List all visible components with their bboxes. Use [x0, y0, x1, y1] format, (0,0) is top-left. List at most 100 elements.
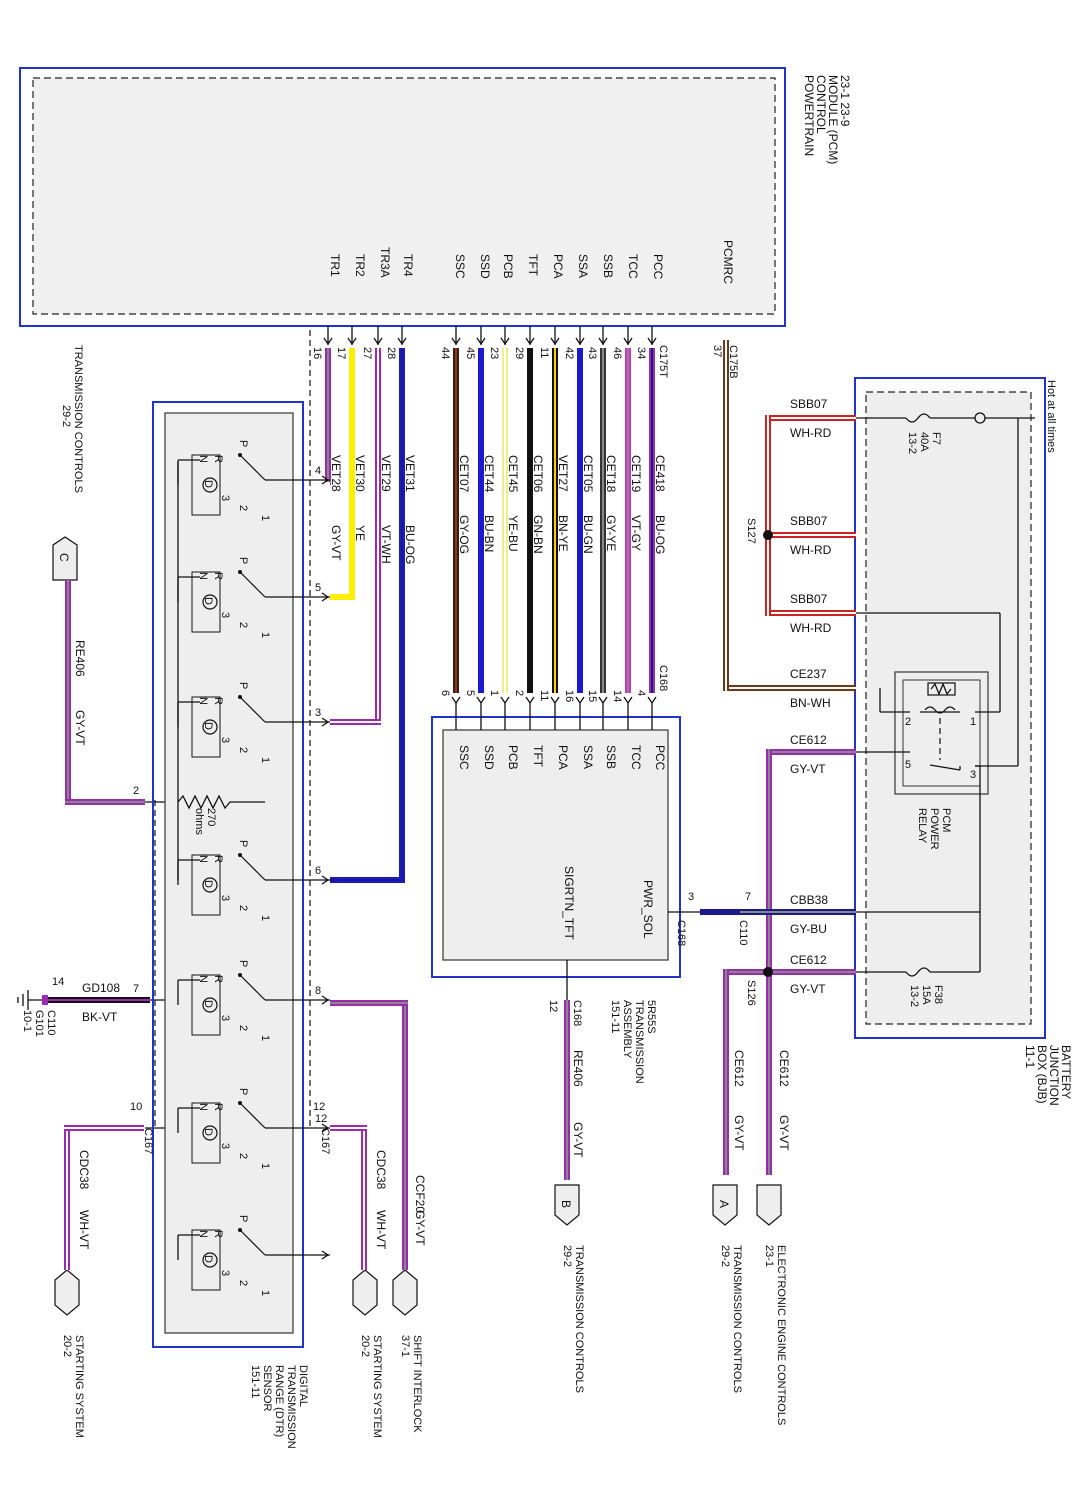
svg-text:13-2: 13-2 [906, 432, 918, 454]
switch-letter-n: N [197, 1230, 209, 1238]
svg-text:RANGE (DTR): RANGE (DTR) [273, 1365, 285, 1437]
connector-arrow [647, 337, 657, 346]
pcm-pin-number: 42 [563, 347, 575, 359]
switch-letter-p: P [237, 840, 249, 847]
connector-arrow [321, 475, 330, 485]
pcm-pin-label: SSD [478, 254, 492, 279]
pcm-title-1: POWERTRAIN [802, 75, 816, 156]
switch-num-2: 2 [237, 1280, 249, 1286]
svg-text:ELECTRONIC ENGINE CONTROLS: ELECTRONIC ENGINE CONTROLS [775, 1245, 787, 1425]
fuse-f38-symbol [905, 967, 931, 977]
c110-pin: 7 [745, 891, 751, 903]
switch-d-circle [202, 997, 218, 1013]
trans-wire-stripe [651, 348, 653, 693]
offpage-c-letter: C [57, 553, 71, 562]
pcm-pin-label: TR1 [328, 254, 342, 277]
svg-text:ASSEMBLY: ASSEMBLY [621, 1000, 633, 1059]
trans-wire-color: BU-BN [482, 515, 496, 552]
bjb-wires: S127 SBB07 WH-RD SBB07 WH-RD SBB07 WH-RD… [700, 340, 856, 1175]
connector-arrow [575, 337, 585, 346]
trans-wire-stripe [627, 348, 629, 693]
pcm-pin-label: PCMRC [721, 240, 735, 284]
connector-arrow [397, 337, 407, 346]
c168-top-label: C168 [657, 665, 669, 691]
shift-wire-circuit: CCF20 [413, 1175, 427, 1213]
c175b-pin: 37 [711, 345, 723, 357]
connector-arrow [476, 337, 486, 346]
svg-text:2: 2 [133, 785, 139, 797]
trans-pin-number: 15 [586, 690, 598, 702]
svg-text:PCM: PCM [940, 808, 952, 832]
sig-pin: 12 [547, 1000, 559, 1012]
offpage-c-wire-circuit: RE406 [73, 640, 87, 677]
svg-text:151-11: 151-11 [249, 1365, 261, 1398]
switch-letter-d: D [202, 480, 214, 488]
svg-text:F7: F7 [930, 432, 942, 445]
switch-arm [239, 1102, 266, 1129]
wire-ce612-1: CE612 [790, 733, 827, 747]
svg-text:SENSOR: SENSOR [261, 1365, 273, 1412]
connector-arrow [323, 337, 333, 346]
svg-text:20-2: 20-2 [359, 1335, 371, 1357]
resistor-symbol [177, 794, 265, 810]
svg-text:RELAY: RELAY [916, 808, 928, 844]
trans-wire-circuit: CET06 [531, 455, 545, 493]
switch-letter-n: N [197, 697, 209, 705]
switch-num-1: 1 [259, 515, 271, 521]
trans-wire-stripe [579, 348, 581, 693]
switch-dot [238, 853, 242, 857]
resistor-value: 270 [205, 808, 217, 826]
switch-letter-n: N [197, 855, 209, 863]
trans-inner-pin-label: SSB [604, 745, 618, 769]
offpage-a-letter: A [717, 1200, 731, 1208]
pcm-title-3: MODULE (PCM) [826, 75, 840, 164]
switch-box [191, 1102, 221, 1164]
dtr-wire-h-stripe [330, 879, 405, 881]
trans-wire-color: YE-BU [506, 515, 520, 552]
svg-text:29-2: 29-2 [561, 1245, 573, 1267]
offpage-c-wire-color: GY-VT [73, 710, 87, 746]
dtr-wire-circuit: VET28 [329, 455, 343, 492]
wire-layer: 34CE418BU-OG446CET19VT-GY1443CET18GY-YE1… [145, 326, 667, 1129]
pcm-pin-label: TR4 [401, 254, 415, 277]
switch-d-circle [202, 877, 218, 893]
connector-arrow [598, 337, 608, 346]
connector-arrow [476, 696, 486, 705]
pcm-pin-labels: PCMRCPCCTCCSSBSSAPCATFTPCBSSDSSCTR4TR3AT… [328, 240, 735, 284]
connector-arrow [623, 337, 633, 346]
shift-wire-color: GY-VT [413, 1210, 427, 1246]
pwr-sol-label: PWR_SOL [641, 880, 655, 939]
connector-arrow [373, 337, 383, 346]
trans-inner-pin-label: TFT [531, 745, 545, 768]
pcm-pin-label: TFT [526, 254, 540, 277]
switch-num-1: 1 [259, 757, 271, 763]
fuse-f7-symbol [905, 413, 931, 423]
trans-inner-pin-label: SSC [457, 745, 471, 770]
offpage-start1-label: STARTING SYSTEM 20-2 [359, 1335, 383, 1438]
dtr-sensor: DIGITAL TRANSMISSION RANGE (DTR) SENSOR … [152, 330, 330, 1449]
trans-wire-color: BN-YE [556, 515, 570, 552]
switch-num-2: 2 [237, 505, 249, 511]
svg-text:40A: 40A [918, 432, 930, 452]
a-wire-circuit: CE612 [732, 1050, 746, 1087]
wire-sbb07-2: SBB07 [790, 514, 828, 528]
switch-letter-p: P [237, 440, 249, 447]
pwr-pin: 3 [688, 891, 694, 903]
connector-arrow [347, 337, 357, 346]
switch-dot [238, 695, 242, 699]
connector-arrow [321, 875, 330, 885]
wire-ce237: CE237 [790, 667, 827, 681]
trans-inner-pin-label: PCB [506, 745, 520, 770]
bjb-title-4: 11-1 [1023, 1045, 1037, 1068]
trans-inner-pin-label: TCC [629, 745, 643, 770]
pcm-pin-label: PCB [501, 254, 515, 279]
switch-num-3: 3 [219, 895, 231, 901]
switch-num-2: 2 [237, 1153, 249, 1159]
svg-text:F38: F38 [932, 985, 944, 1004]
trans-wire-circuit: CET19 [629, 455, 643, 493]
switch-letter-r: R [212, 572, 224, 580]
